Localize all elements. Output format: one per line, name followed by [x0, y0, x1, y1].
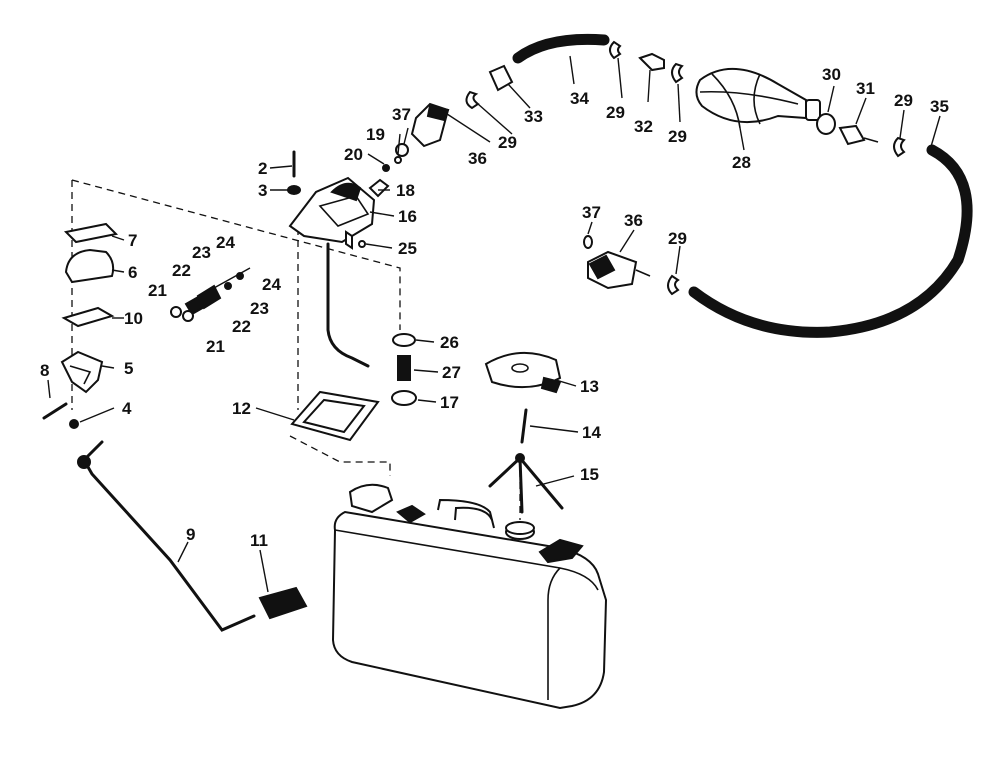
nut-4 [69, 419, 79, 429]
connector-lower-assembly [583, 235, 680, 296]
callout-27: 27 [442, 363, 461, 382]
sleeve-33 [488, 64, 514, 92]
callout-13: 13 [580, 377, 599, 396]
spring-27 [397, 355, 411, 381]
callout-33: 33 [524, 107, 543, 126]
callout-22-a: 22 [172, 261, 191, 280]
ball-23 [224, 282, 232, 290]
callout-23-b: 23 [250, 299, 269, 318]
screw-8 [42, 402, 68, 420]
washer-26 [392, 333, 416, 347]
callout-21-b: 21 [206, 337, 225, 356]
fitting-31 [838, 124, 866, 146]
check-ball-20 [382, 164, 390, 172]
hose-34 [512, 33, 610, 64]
plate-10 [61, 306, 115, 328]
valve-parts [170, 267, 251, 322]
clamp-29-top-2 [671, 62, 684, 84]
washer-3 [287, 185, 301, 195]
callout-15: 15 [580, 465, 599, 484]
connector-upper-assembly [395, 102, 450, 157]
filter-11 [258, 586, 308, 620]
left-parts [42, 222, 308, 632]
callout-10: 10 [124, 309, 143, 328]
filler-cap-assembly [484, 351, 564, 514]
callout-6: 6 [128, 263, 137, 282]
callout-4: 4 [122, 399, 132, 418]
fuel-hoses [512, 33, 973, 338]
callout-5: 5 [124, 359, 133, 378]
callout-20: 20 [344, 145, 363, 164]
callout-29-b: 29 [606, 103, 625, 122]
callout-12: 12 [232, 399, 251, 418]
ball-21-b [182, 310, 194, 322]
callout-36-a: 36 [468, 149, 487, 168]
seat-17 [391, 390, 417, 406]
washer-25 [358, 240, 366, 248]
rod-9 [82, 440, 256, 632]
gasket-7 [63, 222, 119, 244]
callout-leaders [47, 55, 941, 593]
retainer-15 [488, 456, 564, 514]
callout-labels: 2 3 4 5 6 7 8 9 10 11 12 13 14 15 16 17 … [40, 65, 949, 550]
callout-16: 16 [398, 207, 417, 226]
callout-37-b: 37 [582, 203, 601, 222]
callout-9: 9 [186, 525, 195, 544]
fuel-tank-body [331, 483, 608, 710]
fitting-32 [638, 52, 665, 72]
o-ring-37-lower [583, 235, 593, 249]
callout-32: 32 [634, 117, 653, 136]
callout-19: 19 [366, 125, 385, 144]
ball-21-a [170, 306, 182, 318]
callout-23-a: 23 [192, 243, 211, 262]
bracket-5 [60, 350, 104, 394]
gasket-and-seal-parts [290, 333, 417, 442]
callout-30: 30 [822, 65, 841, 84]
callout-35: 35 [930, 97, 949, 116]
hose-35 [688, 144, 973, 338]
primer-bulb-assembly [465, 40, 906, 158]
callout-22-b: 22 [232, 317, 251, 336]
primer-bulb-28 [695, 68, 807, 124]
callout-29-e: 29 [668, 229, 687, 248]
callout-26: 26 [440, 333, 459, 352]
callout-24-a: 24 [216, 233, 235, 252]
callout-25: 25 [398, 239, 417, 258]
callout-18: 18 [396, 181, 415, 200]
clamp-29-right [893, 136, 906, 158]
nut-30 [816, 113, 836, 135]
clamp-29-mid [465, 90, 480, 110]
callout-31: 31 [856, 79, 875, 98]
callout-24-b: 24 [262, 275, 281, 294]
callout-2: 2 [258, 159, 267, 178]
check-ball-19 [394, 156, 402, 164]
callout-8: 8 [40, 361, 49, 380]
callout-14: 14 [582, 423, 601, 442]
callout-28: 28 [732, 153, 751, 172]
callout-29-d: 29 [894, 91, 913, 110]
callout-21-a: 21 [148, 281, 167, 300]
chain-14 [520, 408, 528, 444]
callout-29-c: 29 [668, 127, 687, 146]
callout-29-a: 29 [498, 133, 517, 152]
callout-37-a: 37 [392, 105, 411, 124]
gauge-fitting-assembly [287, 150, 402, 368]
pickup-tube [326, 242, 370, 368]
clamp-29-lower [667, 274, 680, 296]
assembly-guide-lines [71, 179, 521, 520]
callout-34: 34 [570, 89, 589, 108]
callout-17: 17 [440, 393, 459, 412]
callout-36-b: 36 [624, 211, 643, 230]
fitting-body-16 [288, 176, 376, 244]
cap-6 [64, 248, 115, 284]
callout-11: 11 [250, 531, 268, 550]
callout-3: 3 [258, 181, 267, 200]
filler-cap-13 [484, 351, 562, 389]
callout-7: 7 [128, 231, 137, 250]
clamp-29-top-1 [609, 40, 622, 60]
